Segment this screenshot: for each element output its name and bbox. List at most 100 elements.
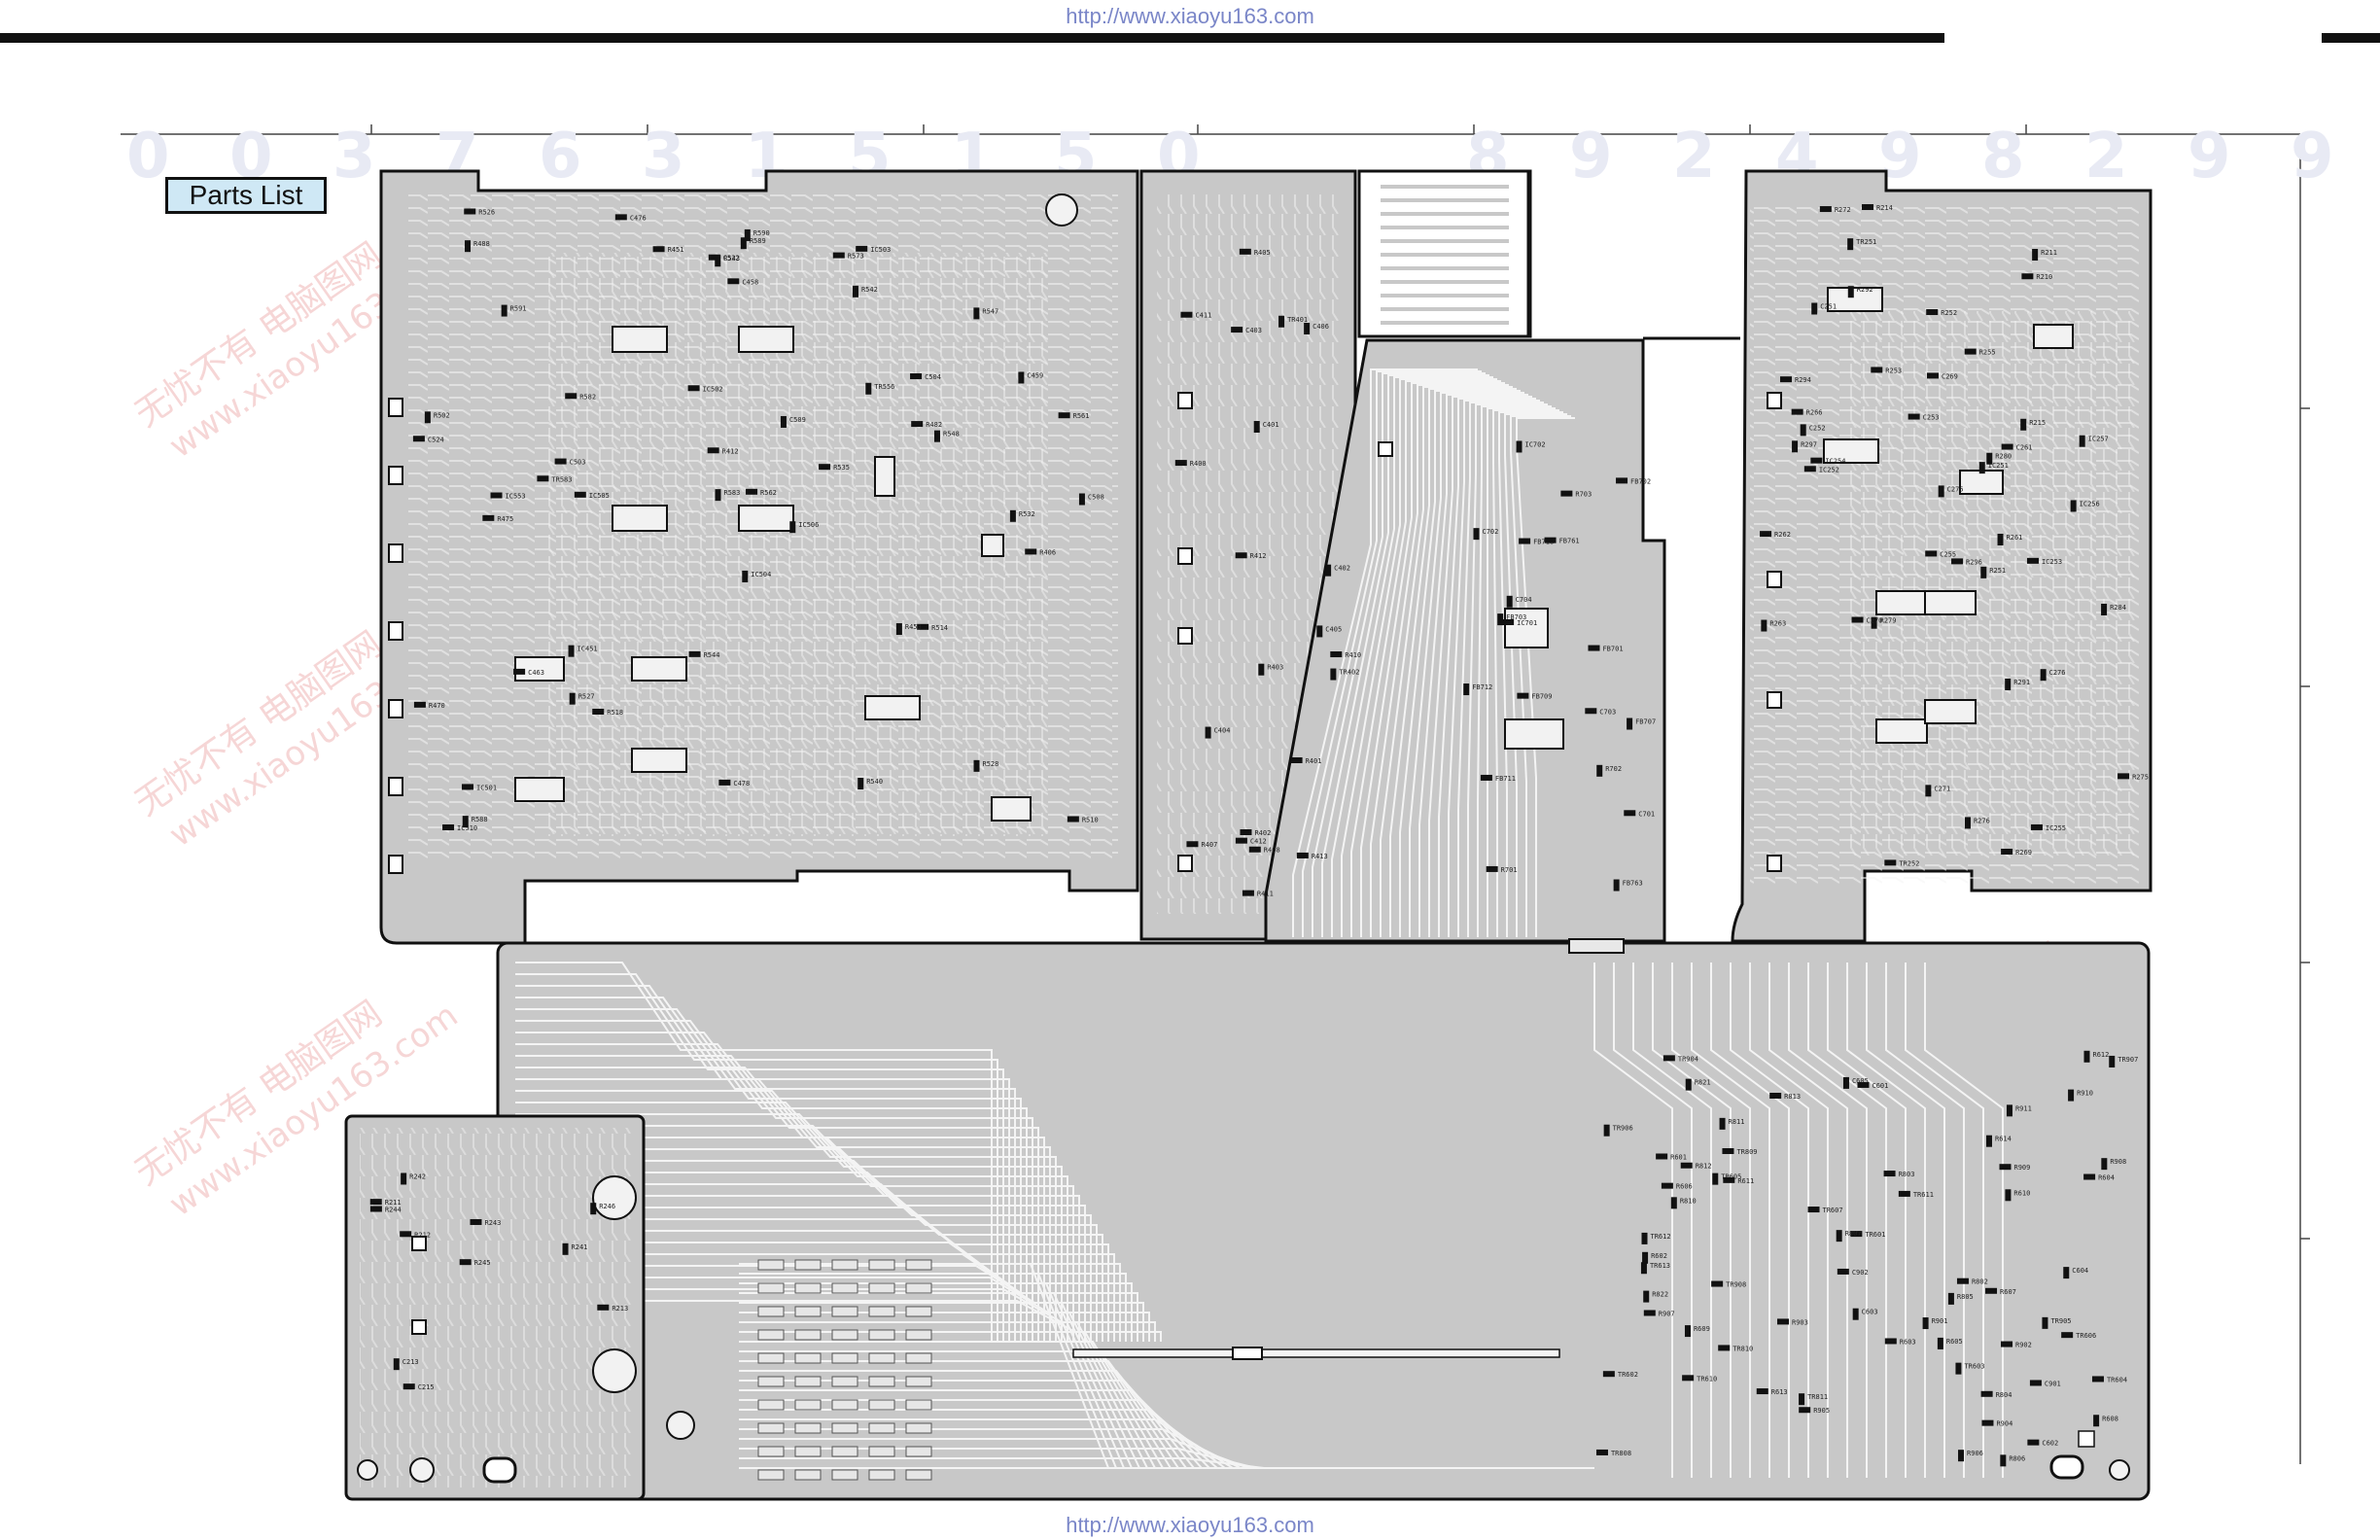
component-label: TR583 <box>551 475 572 483</box>
main-edge-pads <box>388 398 403 874</box>
component-pad <box>707 447 719 454</box>
component-pad <box>1810 457 1823 464</box>
component-pad <box>1857 1081 1870 1088</box>
component-pad <box>2030 823 2043 830</box>
component-label: R703 <box>1575 491 1592 499</box>
component-label: TR610 <box>1697 1375 1717 1382</box>
watermark-digit: 9 <box>1569 121 1613 192</box>
component-label: C601 <box>1872 1082 1888 1090</box>
component-label: FB709 <box>1531 693 1552 701</box>
component-label: IC502 <box>703 385 723 393</box>
component-pad <box>1799 1393 1805 1406</box>
component-label: R588 <box>472 816 488 823</box>
component-pad <box>1769 1093 1782 1100</box>
component-label: C701 <box>1638 810 1655 818</box>
component-label: R528 <box>983 760 999 768</box>
component-label: R406 <box>1039 548 1056 556</box>
component-pad <box>1723 1176 1735 1183</box>
component-label: R821 <box>1695 1079 1711 1087</box>
component-label: R242 <box>409 1172 426 1180</box>
component-pad <box>742 570 749 582</box>
component-label: R510 <box>1082 817 1099 824</box>
watermark-digit: 2 <box>1672 121 1716 192</box>
component-label: IC503 <box>870 246 891 254</box>
component-label: C604 <box>2072 1267 2088 1275</box>
component-pad <box>1777 1318 1790 1325</box>
component-label: R263 <box>1769 620 1786 628</box>
component-pad <box>895 623 902 636</box>
labels-small: C213C215R211R212R213R241R242R243R244R245… <box>369 1172 628 1391</box>
component-pad <box>740 237 747 250</box>
component-label: R542 <box>861 286 878 294</box>
component-label: TR613 <box>1650 1262 1670 1270</box>
component-pad <box>1588 645 1600 651</box>
component-pad <box>1850 1231 1863 1238</box>
component-pad <box>1819 206 1832 213</box>
component-label: R535 <box>833 464 850 472</box>
component-label: C524 <box>428 436 444 443</box>
component-pad <box>715 255 721 267</box>
component-label: R608 <box>2102 1415 2118 1422</box>
component-pad <box>1985 1287 1998 1294</box>
component-pad <box>470 1218 482 1225</box>
component-label: IC501 <box>476 784 497 791</box>
component-pad <box>401 1172 407 1185</box>
component-pad <box>2005 678 2012 690</box>
component-label: R215 <box>2029 419 2046 427</box>
component-label: R903 <box>1792 1318 1808 1326</box>
watermark-digit: 9 <box>2188 121 2231 192</box>
parts-list-button[interactable]: Parts List <box>165 177 327 214</box>
component-pad <box>1947 1292 1954 1305</box>
component-pad <box>2079 435 2085 447</box>
component-label: C504 <box>925 373 941 381</box>
component-label: TR810 <box>1732 1345 1753 1352</box>
component-label: R548 <box>943 431 960 438</box>
component-label: C406 <box>1312 323 1329 331</box>
component-pad <box>1463 683 1470 696</box>
component-pad <box>554 458 567 465</box>
component-pad <box>1722 1148 1734 1155</box>
component-pad <box>1613 879 1620 892</box>
component-pad <box>1756 1388 1768 1395</box>
component-label: TR401 <box>1287 316 1308 324</box>
component-pad <box>1926 309 1939 316</box>
component-pad <box>1925 550 1938 557</box>
component-label: C275 <box>1947 485 1964 493</box>
header-url-bottom[interactable]: http://www.xiaoyu163.com <box>1066 1513 1314 1537</box>
component-pad <box>1799 1407 1811 1414</box>
component-label: R527 <box>578 693 595 701</box>
component-label: R901 <box>1932 1317 1948 1325</box>
component-pad <box>1186 841 1199 848</box>
component-pad <box>1761 619 1768 632</box>
component-pad <box>1304 323 1311 335</box>
component-label: R802 <box>1972 1278 1988 1286</box>
component-pad <box>1643 1290 1650 1303</box>
component-pad <box>1964 817 1971 829</box>
component-pad <box>1248 846 1261 853</box>
component-label: TR611 <box>1913 1191 1934 1199</box>
component-pad <box>1480 774 1492 781</box>
component-label: R807 <box>1845 1230 1862 1238</box>
component-label: R526 <box>478 208 495 216</box>
component-pad <box>1938 485 1944 498</box>
component-label: C412 <box>1250 838 1267 846</box>
component-pad <box>2091 1376 2104 1382</box>
component-pad <box>865 382 872 395</box>
component-label: C276 <box>2049 669 2066 677</box>
component-label: C458 <box>742 278 758 286</box>
component-label: R400 <box>1190 460 1207 468</box>
component-pad <box>2109 1055 2116 1068</box>
component-label: R297 <box>1801 440 1817 448</box>
labels-bottom: TR601TR602TR603TR604TR605TR606TR607TR610… <box>1595 1050 2138 1467</box>
watermark-digit: 6 <box>539 121 582 192</box>
component-pad <box>1711 1280 1724 1287</box>
component-pad <box>1325 564 1332 577</box>
component-pad <box>1316 625 1323 638</box>
component-label: R583 <box>724 489 741 497</box>
component-pad <box>1662 1055 1675 1062</box>
component-label: R275 <box>2132 773 2149 781</box>
component-label: R212 <box>414 1231 431 1239</box>
header-url-top[interactable]: http://www.xiaoyu163.com <box>1066 4 1314 28</box>
component-label: R902 <box>2015 1342 2032 1349</box>
component-pad <box>1807 1207 1820 1213</box>
